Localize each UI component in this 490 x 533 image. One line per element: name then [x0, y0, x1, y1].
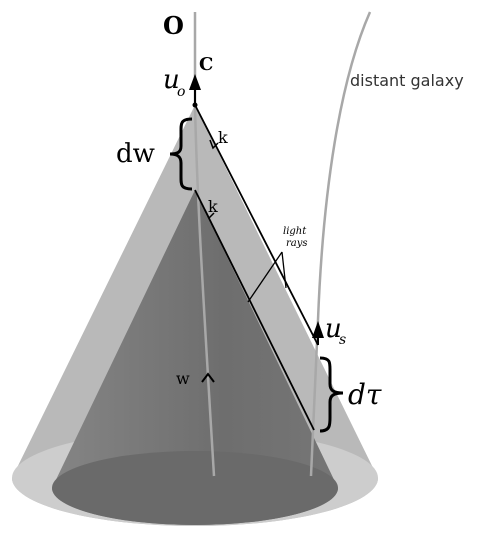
- u-s-label: u s: [325, 314, 347, 348]
- k-upper-arrow: [209, 139, 219, 150]
- dw-label: dw: [116, 139, 155, 169]
- u-s-arrow-head: [312, 321, 324, 338]
- u-o-arrow-head: [189, 74, 201, 90]
- observer-point: [192, 102, 198, 108]
- d-tau-brace: [319, 356, 344, 433]
- light-rays-line1: light: [283, 226, 307, 237]
- galaxy-worldline: [309, 11, 372, 477]
- observer-label: O: [163, 11, 184, 40]
- w-arrow: [201, 372, 215, 383]
- k-lower-arrow: [204, 209, 215, 220]
- dw-brace: [169, 117, 193, 191]
- light-ray-inner: [194, 189, 315, 431]
- light-rays-label: light rays: [283, 226, 309, 249]
- light-rays-line2: rays: [286, 238, 308, 249]
- inner-cone-base: [52, 451, 338, 525]
- u-s-subscript: s: [339, 332, 346, 348]
- inner-light-cone: [52, 190, 338, 525]
- light-rays-pointer-inner: [247, 251, 283, 303]
- k-lower-label: k: [208, 197, 218, 216]
- w-label: w: [176, 369, 190, 388]
- u-o-subscript: o: [177, 84, 185, 100]
- u-s-main: u: [325, 314, 342, 344]
- light-rays-pointer-outer: [281, 251, 287, 289]
- observer-worldline: [193, 12, 216, 477]
- observer-curve-label: C: [199, 54, 213, 75]
- distant-galaxy-label: distant galaxy: [350, 71, 464, 90]
- d-tau-label: dτ: [348, 378, 382, 411]
- k-upper-label: k: [218, 128, 228, 147]
- u-o-label: u o: [163, 65, 185, 100]
- u-o-main: u: [163, 65, 180, 95]
